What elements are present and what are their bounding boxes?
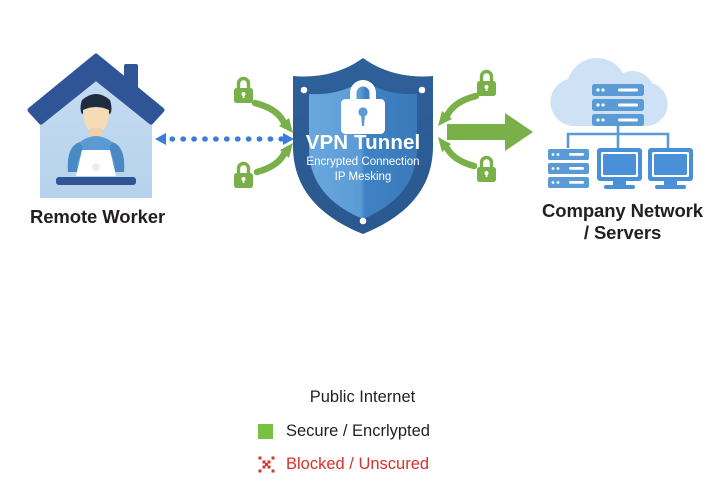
monitor-stand: [604, 185, 635, 189]
person-at-laptop-icon: [56, 94, 136, 185]
legend-item-blocked-label: Blocked / Unscured: [286, 454, 430, 473]
server-bar: [569, 153, 584, 156]
lock-keyhole-slot: [242, 94, 245, 98]
server-led: [556, 167, 560, 170]
server-led: [596, 118, 600, 122]
padlock-shackle: [350, 80, 376, 100]
curve-arrowhead: [438, 111, 452, 126]
server-led: [551, 153, 555, 156]
person-neck: [90, 128, 102, 138]
curve-arrowhead: [280, 143, 293, 158]
lock-shackle: [236, 161, 251, 173]
connection-tunnel-to-network: [447, 113, 533, 151]
lock-right-top-icon: [477, 69, 496, 96]
arrow-left-top-to-tunnel: [251, 99, 293, 133]
network-monitor-1: [597, 148, 642, 189]
company-network-label-line2: / Servers: [583, 221, 662, 243]
lock-keyhole-slot: [242, 179, 245, 183]
lock-right-bottom-icon: [477, 155, 496, 182]
shield-rivet-bottom: [359, 217, 367, 225]
monitor-screen: [654, 154, 687, 175]
server-unit: [548, 177, 589, 188]
dotted-arrow-head-right: [283, 133, 294, 145]
lock-shackle: [236, 76, 251, 88]
shield-inner: [309, 80, 417, 219]
arrow-right-bottom-to-tunnel: [438, 137, 478, 170]
lock-left-bottom-icon: [234, 161, 253, 188]
server-unit: [548, 149, 589, 160]
server-led: [601, 103, 605, 107]
server-led: [556, 153, 560, 156]
server-led: [601, 118, 605, 122]
network-monitor-2: [648, 148, 693, 189]
red-dotted-x-glyph: [258, 456, 275, 472]
lock-keyhole-slot: [485, 87, 488, 91]
person-face: [83, 107, 109, 132]
curve-path: [251, 99, 289, 129]
server-led: [601, 88, 605, 92]
remote-worker-label: Remote Worker: [29, 206, 166, 227]
monitor-screen: [603, 154, 636, 175]
server-bar: [569, 167, 584, 170]
lock-shackle: [479, 69, 494, 81]
lock-left-top-icon: [234, 76, 253, 103]
cloud-server-stack: [592, 84, 644, 126]
monitor-neck: [664, 181, 677, 186]
curve-arrowhead: [279, 118, 293, 133]
server-bar: [618, 88, 638, 92]
red-dotted-x-icon: [258, 456, 275, 473]
laptop-logo: [92, 163, 100, 171]
padlock-keyhole-slot: [360, 112, 366, 126]
company-network-icon: [548, 57, 693, 189]
server-led: [596, 88, 600, 92]
vpn-diagram-graphic: [27, 53, 693, 234]
desk-surface: [56, 177, 136, 185]
server-unit: [548, 163, 589, 174]
person-arm-right: [108, 142, 125, 172]
monitor-neck: [613, 181, 626, 186]
legend: Public Internet Secure / Encrlypted: [0, 388, 725, 486]
company-network-label-line1: Company Network: [542, 200, 703, 221]
legend-item-blocked: Blocked / Unscured: [258, 453, 725, 475]
connector-right: [618, 132, 670, 148]
legend-item-secure: Secure / Encrlypted: [258, 420, 725, 442]
curve-path: [442, 92, 480, 122]
connection-worker-to-tunnel: [155, 133, 294, 145]
server-bar: [618, 103, 638, 107]
person-arm-left: [67, 142, 84, 172]
server-led: [551, 167, 555, 170]
shield-rivet-top-left: [300, 86, 308, 94]
green-block-arrow: [447, 113, 533, 151]
dotted-arrow-head-left: [155, 133, 166, 145]
legend-title: Public Internet: [309, 388, 416, 406]
server-led: [596, 103, 600, 107]
house-roof: [27, 53, 165, 125]
lock-shackle: [479, 155, 494, 167]
server-led: [551, 181, 555, 184]
green-square-icon: [258, 423, 273, 439]
arrow-right-top-to-tunnel: [438, 92, 480, 126]
server-bar: [569, 181, 584, 184]
network-server-stack: [548, 149, 589, 188]
connector-left: [566, 132, 618, 148]
shield-padlock-icon: [341, 80, 385, 134]
curve-path: [253, 148, 289, 176]
arrow-left-bottom-to-tunnel: [253, 143, 293, 176]
server-bar: [618, 118, 638, 122]
legend-item-secure-label: Secure / Encrlypted: [286, 421, 430, 440]
remote-worker-icon: [27, 53, 165, 198]
shield-rivet-top-right: [418, 86, 426, 94]
lock-keyhole-slot: [485, 173, 488, 177]
company-network-label: Company Network / Servers: [520, 200, 725, 244]
curve-arrowhead: [438, 137, 451, 152]
vpn-tunnel-shield-icon: [293, 58, 433, 234]
curve-path: [442, 142, 478, 170]
server-led: [556, 181, 560, 184]
network-connector-lines: [566, 126, 670, 148]
monitor-stand: [655, 185, 686, 189]
